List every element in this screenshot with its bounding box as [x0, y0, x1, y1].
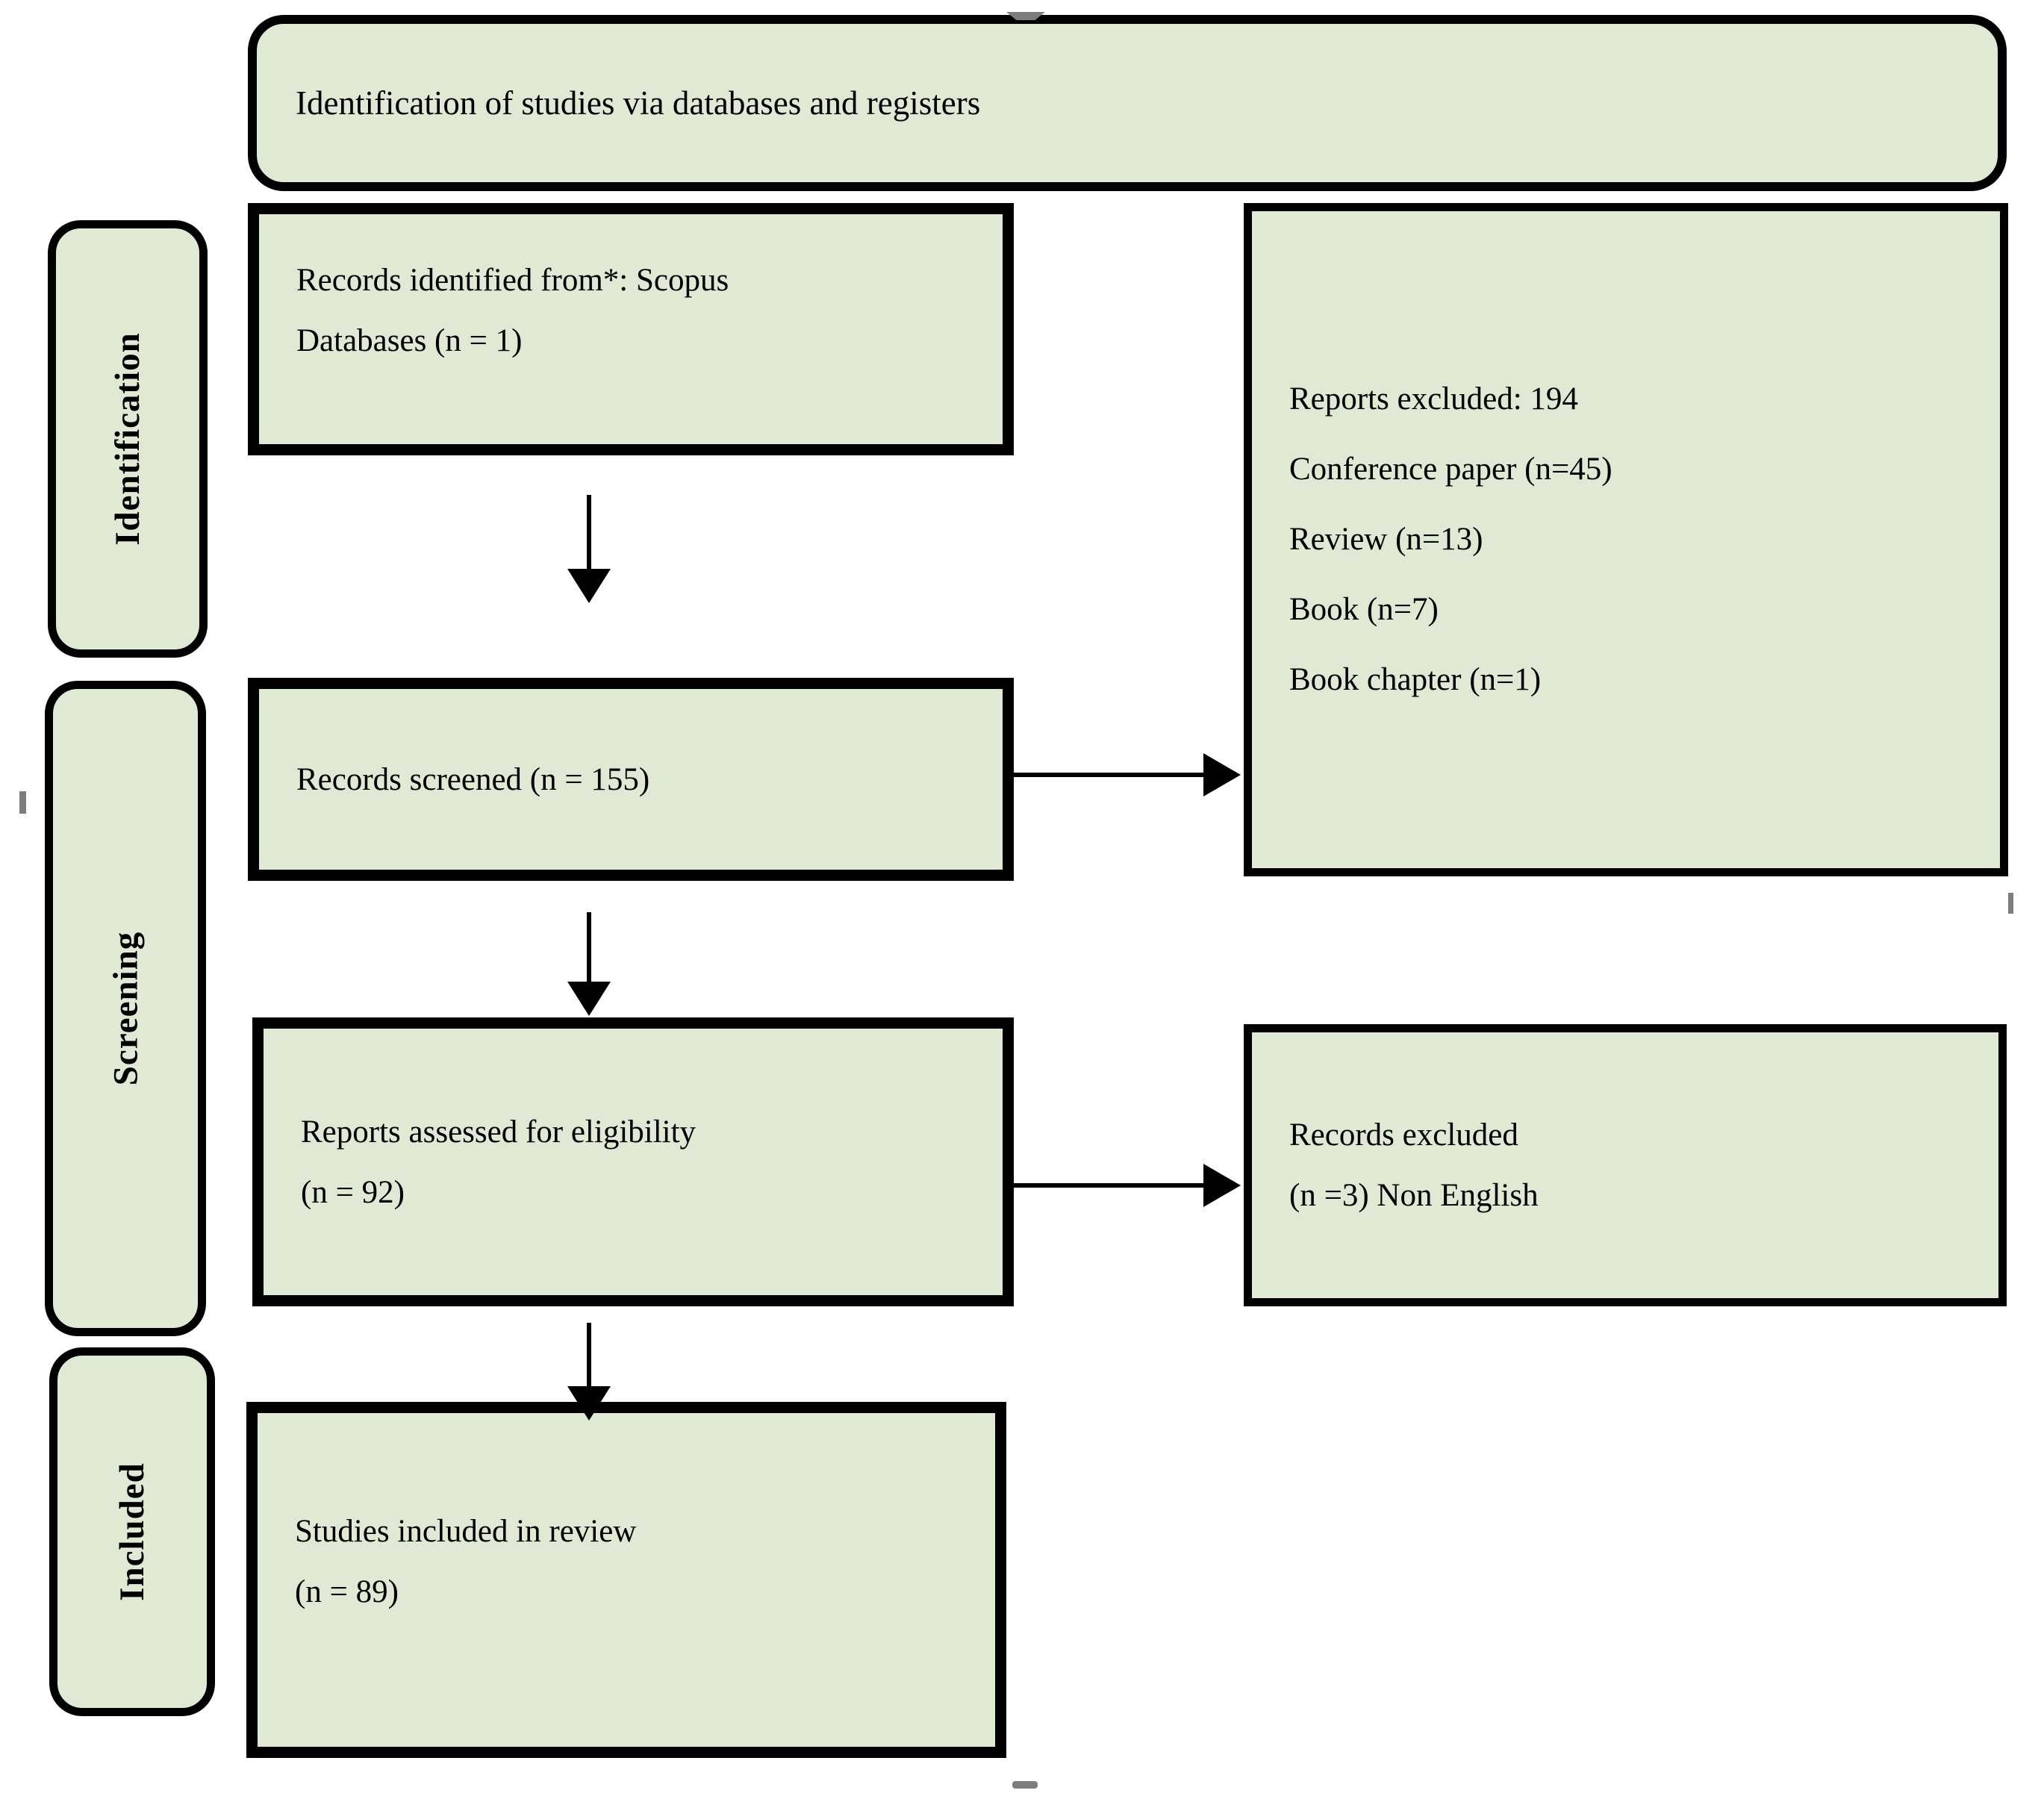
stage-included: Included — [49, 1347, 215, 1716]
studies-included-line1: Studies included in review — [295, 1513, 637, 1549]
handle-artifact-bottom — [1012, 1781, 1038, 1789]
arrow-identified-to-screened-line — [587, 495, 591, 571]
stage-identification-label: Identification — [108, 332, 147, 546]
reports-assessed-line1: Reports assessed for eligibility — [301, 1114, 697, 1150]
handle-artifact-top — [1006, 12, 1045, 20]
records-identified-line2: Databases (n = 1) — [296, 323, 523, 358]
studies-included-line2: (n = 89) — [295, 1574, 399, 1609]
arrow-assessed-to-included-line — [587, 1323, 591, 1388]
banner-identification-of-studies: Identification of studies via databases … — [248, 15, 2007, 191]
stage-screening-label: Screening — [106, 931, 146, 1086]
box-reports-excluded: Reports excluded: 194 Conference paper (… — [1244, 203, 2008, 876]
reports-excluded-line-0: Reports excluded: 194 — [1289, 381, 1578, 417]
arrow-screened-to-excluded-head — [1203, 753, 1241, 796]
arrow-assessed-to-excluded-head — [1203, 1164, 1241, 1207]
reports-excluded-line-4: Book chapter (n=1) — [1289, 662, 1542, 697]
arrow-screened-to-assessed-line — [587, 912, 591, 984]
records-excluded-line2: (n =3) Non English — [1289, 1178, 1539, 1213]
box-records-identified: Records identified from*: Scopus Databas… — [248, 203, 1014, 455]
reports-excluded-line-1: Conference paper (n=45) — [1289, 452, 1613, 487]
stage-screening: Screening — [45, 681, 206, 1336]
records-identified-line1: Records identified from*: Scopus — [296, 263, 729, 298]
box-reports-assessed: Reports assessed for eligibility (n = 92… — [252, 1017, 1014, 1306]
box-records-excluded: Records excluded (n =3) Non English — [1244, 1024, 2007, 1306]
handle-artifact-left — [19, 791, 26, 814]
arrow-identified-to-screened-head — [567, 569, 611, 603]
records-screened-line1: Records screened (n = 155) — [296, 761, 650, 797]
arrow-screened-to-assessed-head — [567, 982, 611, 1016]
arrow-assessed-to-excluded-line — [1014, 1183, 1206, 1188]
arrow-screened-to-excluded-line — [1014, 773, 1206, 777]
stage-identification: Identification — [48, 220, 208, 658]
records-excluded-line1: Records excluded — [1289, 1117, 1518, 1153]
box-records-screened: Records screened (n = 155) — [248, 678, 1014, 881]
banner-title: Identification of studies via databases … — [296, 84, 981, 122]
handle-artifact-right — [2008, 893, 2013, 914]
arrow-assessed-to-included-head — [567, 1386, 611, 1421]
stage-included-label: Included — [112, 1462, 152, 1601]
reports-excluded-line-2: Review (n=13) — [1289, 522, 1483, 557]
box-studies-included: Studies included in review (n = 89) — [246, 1402, 1006, 1758]
reports-excluded-line-3: Book (n=7) — [1289, 592, 1439, 627]
reports-assessed-line2: (n = 92) — [301, 1174, 405, 1210]
